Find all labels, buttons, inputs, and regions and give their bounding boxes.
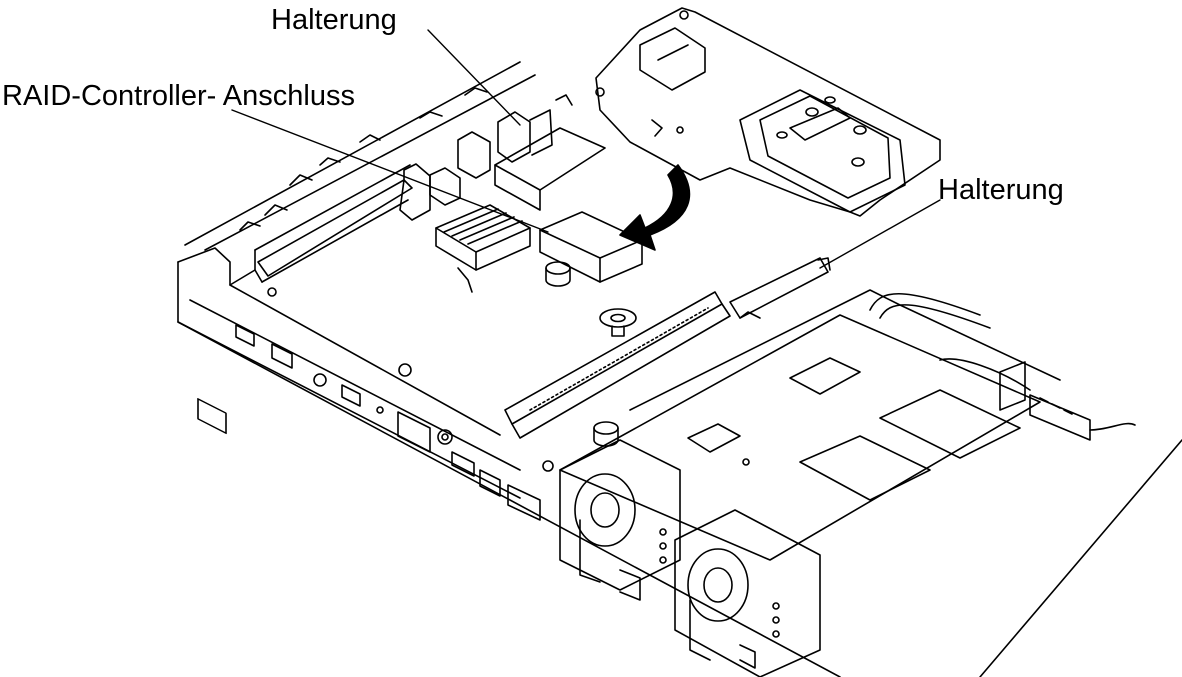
power-supply-area bbox=[542, 289, 1061, 677]
standoffs bbox=[267, 261, 637, 447]
insert-arrow bbox=[619, 164, 691, 251]
callout-raid-connector: RAID-Controller- Anschluss bbox=[2, 80, 355, 112]
bracket-top bbox=[429, 94, 606, 211]
callout-bracket-right: Halterung bbox=[938, 174, 1064, 206]
server-chassis bbox=[177, 61, 1182, 677]
riser-slot bbox=[504, 291, 731, 439]
raid-controller-card bbox=[595, 7, 941, 217]
raid-connector bbox=[539, 211, 643, 283]
cable-connectors bbox=[869, 292, 1136, 441]
callout-bracket-top: Halterung bbox=[271, 4, 397, 36]
bracket-right bbox=[729, 257, 831, 319]
heat-sink bbox=[435, 204, 531, 293]
rear-io-ports bbox=[197, 324, 541, 521]
leader-lines bbox=[231, 29, 941, 269]
